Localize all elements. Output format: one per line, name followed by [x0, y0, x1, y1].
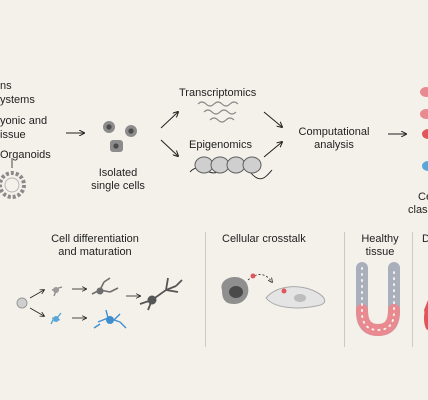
classification-label-1: Ce	[418, 191, 428, 203]
divider-1	[205, 232, 206, 347]
source-label-4: issue	[0, 129, 26, 141]
crosstalk-label: Cellular crosstalk	[222, 233, 306, 245]
organoid-icon	[0, 171, 26, 199]
computational-label-1: Computational	[298, 126, 370, 138]
epigenomics-label: Epigenomics	[189, 139, 252, 151]
divider-3	[412, 232, 413, 347]
classified-cells-icon	[420, 87, 428, 171]
transcriptomics-label: Transcriptomics	[179, 87, 257, 99]
cutoff-label: D	[422, 233, 428, 245]
divider-2	[344, 232, 345, 347]
healthy-label-1: Healthy	[361, 233, 399, 245]
classification-label-2: clas	[408, 204, 428, 216]
differentiation-icon	[16, 277, 183, 329]
arrow-to-epigenomics	[160, 139, 178, 156]
chromatin-icon	[189, 156, 273, 180]
isolated-label-2: single cells	[91, 180, 145, 192]
arrow-to-transcriptomics	[160, 112, 178, 129]
source-label-3: yonic and	[0, 115, 48, 127]
isolated-label-1: Isolated	[98, 167, 138, 179]
arrow-epigenomics-to-analysis	[263, 142, 282, 158]
computational-label-2: analysis	[314, 139, 354, 151]
source-label-1: ns	[0, 80, 12, 92]
rna-squiggle-icon	[197, 101, 239, 123]
differentiation-label-1: Cell differentiation	[51, 233, 139, 245]
source-label-organoids: Organoids	[0, 149, 51, 161]
crosstalk-icon	[221, 273, 326, 309]
diseased-tissue-icon	[424, 300, 428, 330]
source-label-2: ystems	[0, 94, 35, 106]
differentiation-label-2: and maturation	[58, 246, 132, 258]
healthy-tissue-icon	[356, 262, 400, 337]
arrow-transcriptomics-to-analysis	[263, 111, 282, 127]
isolated-cells-icon	[103, 121, 137, 152]
healthy-label-2: tissue	[365, 246, 395, 258]
